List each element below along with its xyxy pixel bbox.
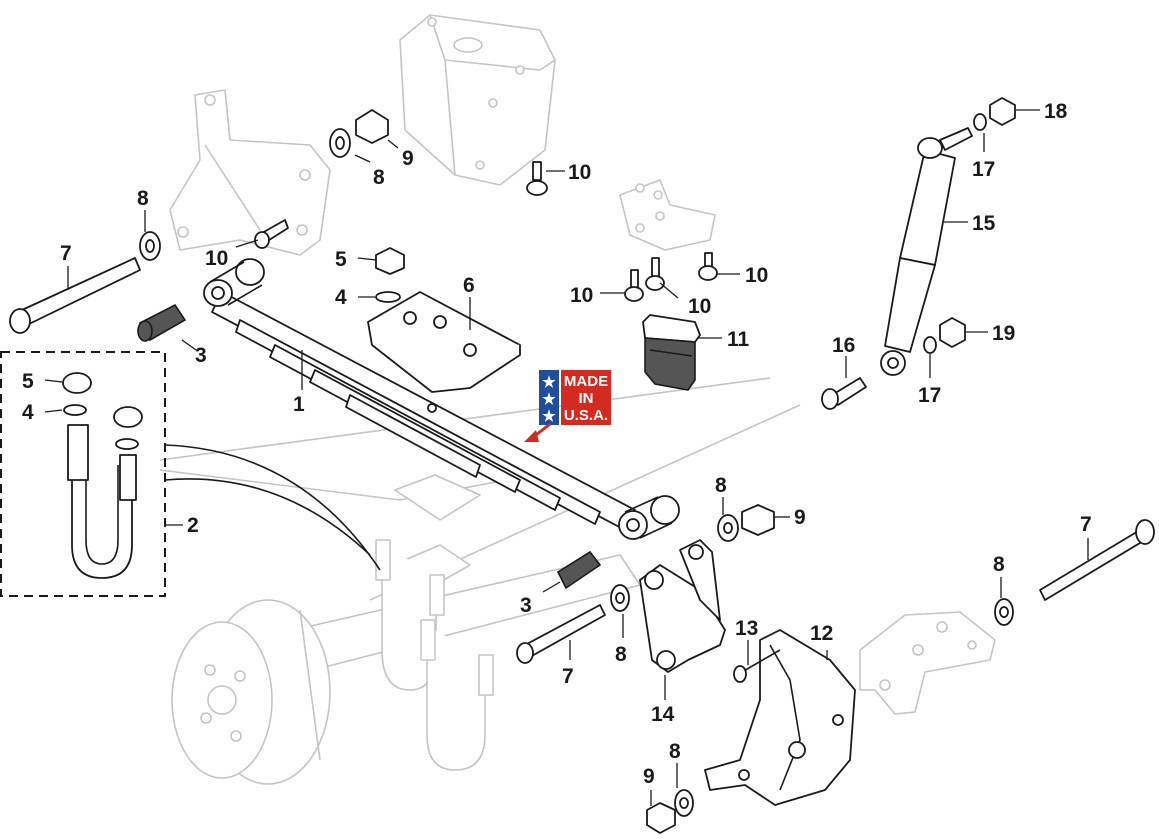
badge-line-1: MADE	[564, 373, 608, 390]
bumpstop-bracket-ghost	[619, 179, 716, 251]
spring-bolt-front	[9, 257, 141, 334]
callout-8-shackle-top: 8	[715, 474, 727, 497]
callout-10-top: 10	[568, 161, 591, 184]
bushing-rear	[556, 550, 602, 590]
badge-line-2: IN	[579, 390, 594, 407]
badge-flag-stars	[539, 370, 559, 425]
callout-5-plate: 5	[335, 248, 347, 271]
callout-3-rear: 3	[520, 594, 532, 617]
callout-13: 13	[735, 617, 758, 640]
callout-10-bumpstop-mid: 10	[688, 295, 711, 318]
callout-19: 19	[992, 322, 1015, 345]
callout-7-front: 7	[60, 242, 72, 265]
washers-nuts	[139, 97, 1016, 834]
callout-9-shackle: 9	[794, 506, 806, 529]
callout-6: 6	[463, 274, 475, 297]
badge-line-3: U.S.A.	[564, 407, 608, 424]
callout-17-top: 17	[972, 158, 995, 181]
callout-numbers: 1 2 3 3 4 4 5 5 6 7 7 7 8 8 8 8 8 8 9 9 …	[22, 100, 1092, 788]
rear-spring-hanger	[704, 629, 856, 806]
star-icon: ★	[542, 391, 556, 408]
shock-absorber	[880, 127, 973, 376]
bump-stop	[642, 314, 701, 391]
ubolt-location-arrow	[164, 444, 381, 571]
spring-bolt-rear	[1039, 519, 1155, 601]
ubolt-ghost-on-axle	[375, 539, 494, 771]
rear-hanger-ghost	[859, 611, 996, 715]
callout-4-plate: 4	[335, 286, 347, 309]
callout-8-rear: 8	[993, 553, 1005, 576]
star-icon: ★	[542, 408, 556, 425]
frame-and-axle-ghost	[159, 14, 996, 785]
star-icon: ★	[542, 374, 556, 391]
callout-8-top: 8	[373, 166, 385, 189]
callout-14: 14	[651, 703, 675, 726]
callout-17-bottom: 17	[918, 384, 941, 407]
callout-4-kit: 4	[22, 401, 34, 424]
callout-16: 16	[832, 334, 855, 357]
callout-15: 15	[972, 212, 996, 235]
callout-18: 18	[1044, 100, 1068, 123]
spring-shackle	[639, 539, 726, 673]
callout-12: 12	[810, 622, 833, 645]
hanger-bolt	[733, 649, 781, 683]
callout-7-rear: 7	[1080, 513, 1092, 536]
frame-bracket-ghost-left	[169, 89, 331, 256]
callout-1: 1	[293, 393, 305, 416]
callout-3-front: 3	[195, 344, 207, 367]
made-in-usa-badge: ★ ★ ★ MADE IN U.S.A.	[524, 370, 611, 442]
callout-10-bumpstop-right: 10	[745, 264, 768, 287]
shock-lower-bolt	[821, 377, 867, 410]
callout-5-kit: 5	[22, 370, 34, 393]
callout-8-shackle: 8	[615, 643, 627, 666]
callout-2: 2	[187, 514, 199, 537]
callout-7-shackle: 7	[562, 665, 574, 688]
ubolt-kit	[0, 351, 166, 597]
bushing-front-end	[137, 320, 153, 342]
small-bolts	[254, 161, 718, 302]
frame-mount-ghost-upper	[399, 14, 556, 186]
badge-red-panel	[561, 370, 611, 425]
callout-11: 11	[727, 328, 750, 351]
callout-9-bottom: 9	[643, 765, 655, 788]
callout-10-left: 10	[205, 247, 228, 270]
callout-leaders	[44, 109, 1089, 806]
callout-8-front: 8	[137, 187, 149, 210]
spring-bolt-shackle	[516, 604, 606, 664]
callout-10-bumpstop-left: 10	[570, 284, 593, 307]
spring-plate	[367, 291, 521, 393]
leaf-spring	[203, 258, 680, 540]
spring-seat-ghost	[394, 474, 481, 521]
brake-drum-ghost	[171, 599, 331, 785]
callout-8-bottom: 8	[669, 740, 681, 763]
callout-9-top: 9	[402, 147, 414, 170]
